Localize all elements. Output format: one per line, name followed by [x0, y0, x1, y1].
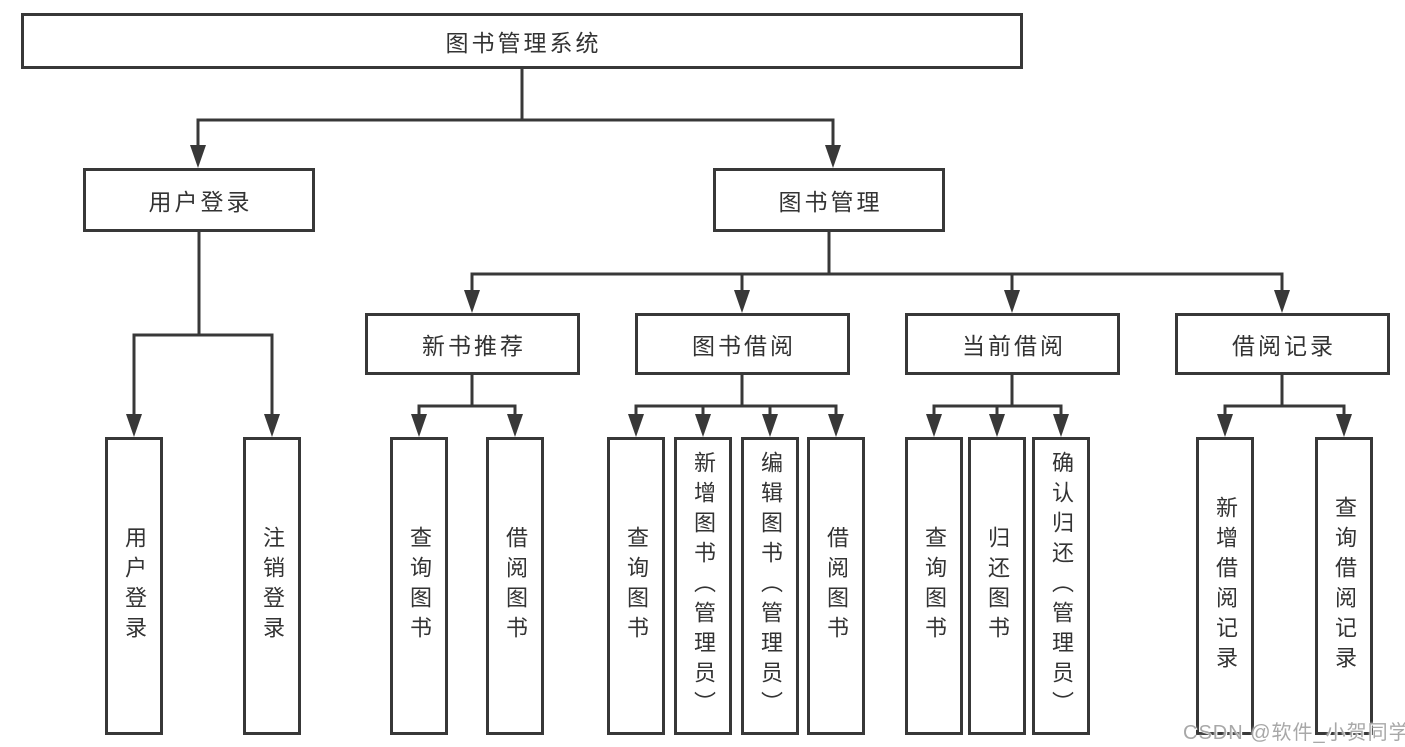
csdn-watermark: CSDN @软件_小贺同学 [1183, 722, 1405, 744]
leaf-borrow-borrow-book: 借阅图书 [807, 437, 865, 735]
leaf-recommend-borrow-book: 借阅图书 [486, 437, 544, 735]
node-book-borrow: 图书借阅 [635, 313, 850, 375]
node-new-book-recommend: 新书推荐 [365, 313, 580, 375]
node-book-management: 图书管理 [713, 168, 945, 232]
leaf-current-confirm-return-admin: 确认归还（管理员） [1032, 437, 1090, 735]
leaf-recommend-query-book: 查询图书 [390, 437, 448, 735]
leaf-record-add: 新增借阅记录 [1196, 437, 1254, 735]
node-current-borrow: 当前借阅 [905, 313, 1120, 375]
leaf-borrow-edit-book-admin: 编辑图书（管理员） [741, 437, 799, 735]
node-user-login: 用户登录 [83, 168, 315, 232]
leaf-user-login: 用户登录 [105, 437, 163, 735]
node-borrow-record: 借阅记录 [1175, 313, 1390, 375]
leaf-current-return-book: 归还图书 [968, 437, 1026, 735]
leaf-current-query-book: 查询图书 [905, 437, 963, 735]
node-library-management-system: 图书管理系统 [21, 13, 1023, 69]
arrowheads [126, 145, 1352, 437]
leaf-record-query: 查询借阅记录 [1315, 437, 1373, 735]
leaf-logout: 注销登录 [243, 437, 301, 735]
leaf-borrow-query-book: 查询图书 [607, 437, 665, 735]
leaf-borrow-add-book-admin: 新增图书（管理员） [674, 437, 732, 735]
